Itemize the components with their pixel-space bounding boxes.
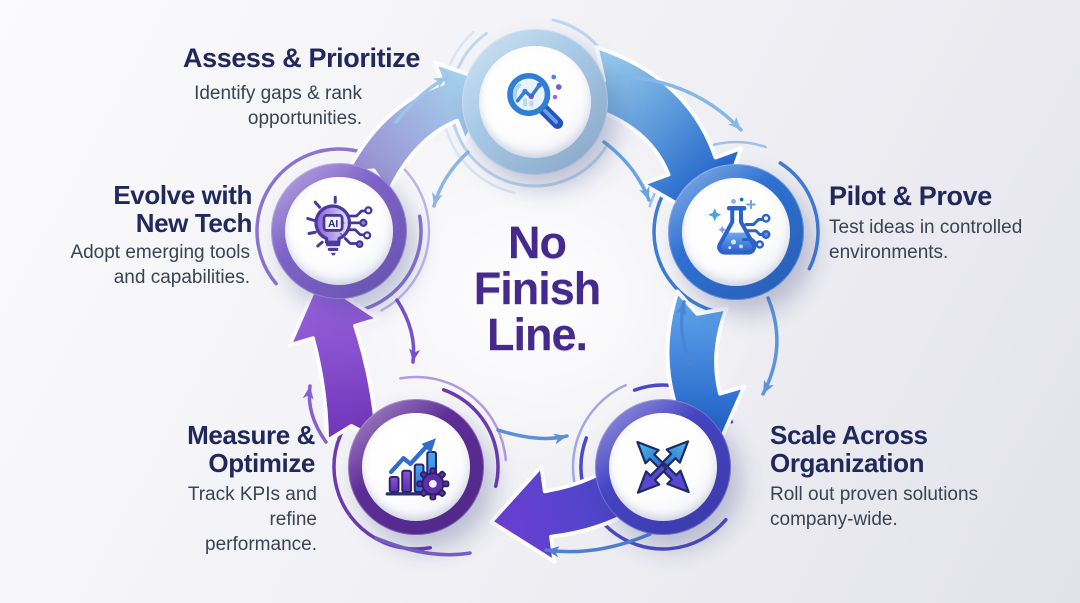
step-desc-evolve: Adopt emerging tools and capabilities.	[70, 242, 250, 289]
step-desc-pilot: Test ideas in controlled environments.	[829, 217, 1023, 264]
step-icon-circle	[682, 178, 790, 286]
step-title-scale: Scale Across Organization	[770, 420, 928, 479]
step-desc-scale: Roll out proven solutions company-wide.	[770, 484, 979, 531]
step-node-assess	[462, 29, 608, 175]
step-title-pilot: Pilot & Prove	[829, 181, 992, 211]
step-icon-circle	[609, 413, 717, 521]
step-title-measure: Measure & Optimize	[187, 420, 315, 479]
step-node-evolve: AI	[271, 163, 407, 299]
step-desc-assess: Identify gaps & rank opportunities.	[194, 83, 362, 130]
expand-arrows-icon	[636, 440, 690, 494]
thin-curved-arrows	[302, 74, 779, 558]
center-title: No Finish Line.	[417, 220, 657, 358]
step-icon-circle	[479, 46, 591, 158]
ai-chip-label: AI	[328, 219, 338, 230]
step-icon-circle	[362, 413, 470, 521]
center-title-line: No	[508, 217, 567, 268]
center-title-line: Finish	[473, 262, 602, 314]
step-icon-circle: AI	[285, 177, 393, 285]
ai-bulb-icon: AI	[306, 195, 373, 256]
step-title-assess: Assess & Prioritize	[182, 43, 420, 73]
flask-circuit-icon	[708, 197, 771, 255]
step-node-scale	[595, 399, 731, 535]
bar-chart-gear-icon	[385, 438, 450, 501]
step-title-evolve: Evolve with New Tech	[113, 180, 252, 239]
magnifier-chart-icon	[507, 72, 564, 129]
center-title-line: Line.	[486, 308, 588, 360]
step-node-pilot	[668, 164, 804, 300]
step-desc-measure: Track KPIs and refine performance.	[187, 484, 317, 556]
step-node-measure	[348, 399, 484, 535]
